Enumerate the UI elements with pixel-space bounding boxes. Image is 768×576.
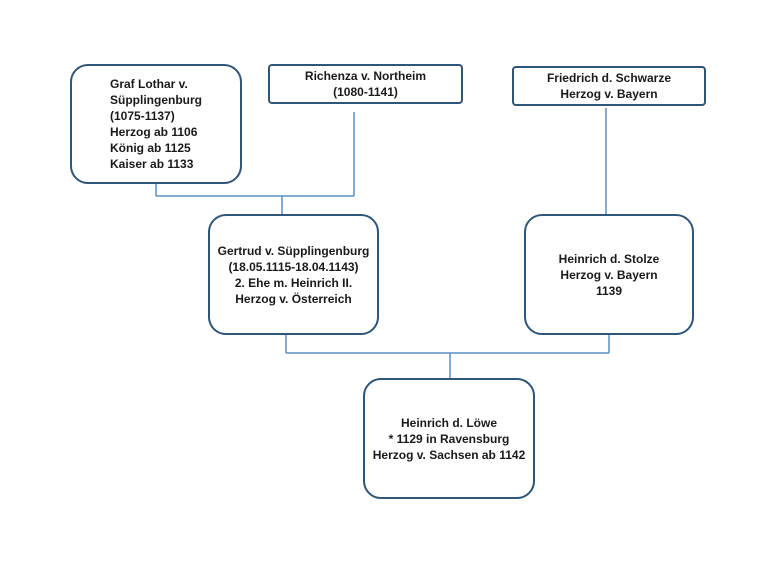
lothar-line-1: Graf Lothar v. xyxy=(110,77,188,91)
richenza-line-1: Richenza v. Northeim xyxy=(304,69,427,83)
heinrich-loewe-line-3: Herzog v. Sachsen ab 1142 xyxy=(372,447,526,462)
heinrich-stolze-line-1: Heinrich d. Stolze xyxy=(558,251,660,266)
heinrich-loewe-line-2: * 1129 in Ravensburg xyxy=(388,431,510,446)
friedrich-line-2: Herzog v. Bayern xyxy=(560,87,658,101)
person-box-heinrich-loewe: Heinrich d. Löwe * 1129 in Ravensburg He… xyxy=(363,378,535,499)
gertrud-line-2: (18.05.1115-18.04.1143) xyxy=(228,259,359,274)
person-box-lothar: Graf Lothar v. Süpplingenburg (1075-1137… xyxy=(70,64,242,184)
person-box-heinrich-stolze: Heinrich d. Stolze Herzog v. Bayern 1139 xyxy=(524,214,694,335)
heinrich-loewe-line-1: Heinrich d. Löwe xyxy=(400,415,497,430)
heinrich-stolze-line-3: 1139 xyxy=(595,283,623,298)
lothar-line-4: Herzog ab 1106 xyxy=(110,125,198,139)
person-box-friedrich: Friedrich d. Schwarze Herzog v. Bayern xyxy=(512,66,706,106)
heinrich-stolze-line-2: Herzog v. Bayern xyxy=(560,267,658,282)
lothar-line-6: Kaiser ab 1133 xyxy=(110,157,194,171)
friedrich-line-1: Friedrich d. Schwarze xyxy=(546,71,672,85)
person-box-richenza: Richenza v. Northeim (1080-1141) xyxy=(268,64,463,104)
lothar-line-5: König ab 1125 xyxy=(110,141,191,155)
lothar-line-3: (1075-1137) xyxy=(110,109,175,123)
gertrud-line-4: Herzog v. Österreich xyxy=(235,291,352,306)
person-box-gertrud: Gertrud v. Süpplingenburg (18.05.1115-18… xyxy=(208,214,379,335)
lothar-line-2: Süpplingenburg xyxy=(110,93,202,107)
richenza-line-2: (1080-1141) xyxy=(333,85,398,99)
gertrud-line-3: 2. Ehe m. Heinrich II. xyxy=(234,275,353,290)
gertrud-line-1: Gertrud v. Süpplingenburg xyxy=(217,243,370,258)
